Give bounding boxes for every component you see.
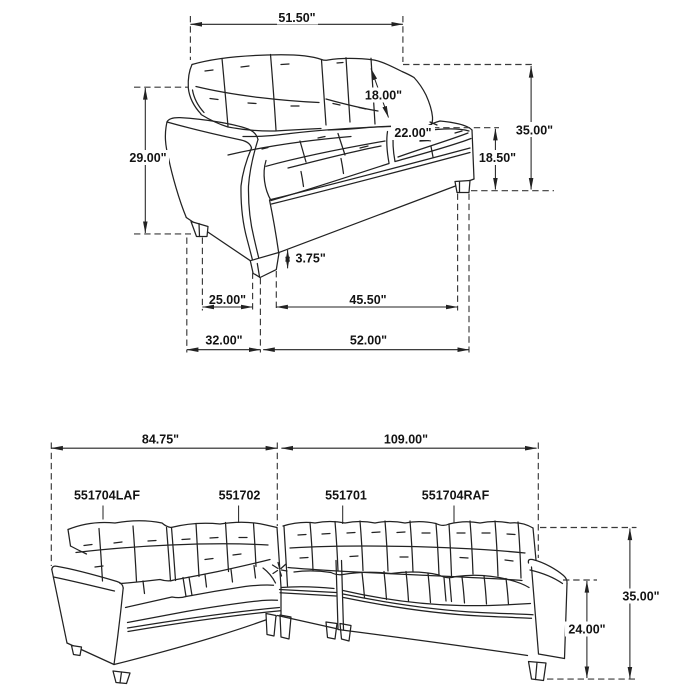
svg-text:29.00": 29.00" [129, 151, 166, 165]
svg-text:109.00": 109.00" [384, 433, 428, 447]
svg-text:551704LAF: 551704LAF [74, 489, 140, 503]
svg-text:24.00": 24.00" [568, 623, 605, 637]
svg-text:32.00": 32.00" [205, 334, 242, 348]
svg-text:52.00": 52.00" [350, 334, 387, 348]
svg-text:25.00": 25.00" [209, 293, 246, 307]
svg-text:35.00": 35.00" [622, 590, 659, 604]
svg-text:551701: 551701 [325, 489, 367, 503]
svg-text:18.50": 18.50" [479, 151, 516, 165]
svg-text:551702: 551702 [219, 489, 261, 503]
svg-text:3.75": 3.75" [296, 252, 326, 266]
svg-text:45.50": 45.50" [349, 293, 386, 307]
svg-text:35.00": 35.00" [516, 123, 553, 137]
svg-text:18.00": 18.00" [365, 89, 402, 103]
svg-text:551704RAF: 551704RAF [422, 489, 490, 503]
svg-text:22.00": 22.00" [394, 126, 431, 140]
svg-text:84.75": 84.75" [142, 433, 179, 447]
svg-text:51.50": 51.50" [278, 11, 315, 25]
